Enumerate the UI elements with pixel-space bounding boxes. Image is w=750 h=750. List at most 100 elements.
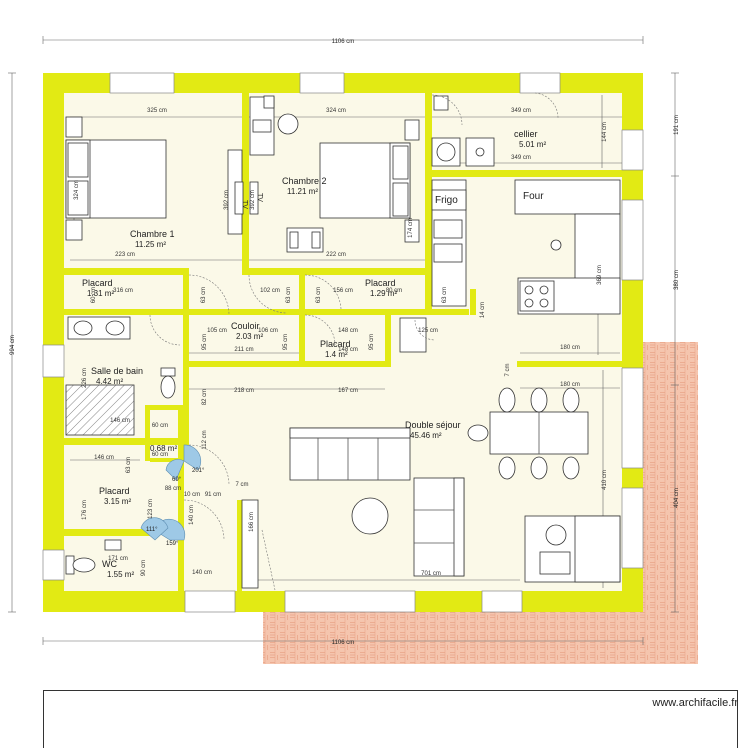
angle-label: 159°: [166, 541, 179, 547]
dim-label: 171 cm: [108, 556, 128, 562]
bed-icon: [319, 119, 420, 243]
dim-label: 369 cm: [597, 265, 603, 285]
dim-label: 324 cm: [74, 180, 80, 200]
dim-label: 106 cm: [258, 328, 278, 334]
terrace: [643, 342, 698, 664]
dim-label: 211 cm: [234, 347, 253, 353]
room-area-placard1: 1.31 m²: [87, 289, 114, 298]
tv-label: TV: [241, 200, 248, 209]
coffee-table-icon: [351, 497, 389, 535]
sofa-icon: [289, 427, 411, 481]
dim-label: 80 cm: [386, 288, 402, 294]
dim-bottom-total: 1106 cm: [332, 640, 355, 646]
washer-icon: [431, 137, 495, 167]
room-name-placard2: Placard: [365, 278, 396, 288]
toilet-icon: [160, 367, 176, 399]
stove-icon: [519, 280, 555, 312]
interior-walls: [64, 93, 622, 591]
dining-table-icon: [467, 387, 589, 480]
title-block: [43, 690, 738, 748]
bed-icon: [65, 116, 167, 241]
door-swings: [149, 92, 559, 591]
dim-label: 223 cm: [115, 252, 135, 258]
dim-label: 14 cm: [480, 302, 486, 318]
dim-right-segment: 404 cm: [674, 488, 680, 508]
dim-label: 140 cm: [189, 505, 195, 525]
dim-label: 125 cm: [418, 328, 438, 334]
dim-label: 349 cm: [511, 108, 531, 114]
room-area-sdb: 4.42 m²: [96, 377, 123, 386]
room-area-chambre2: 11.21 m²: [287, 187, 318, 196]
dim-label: 102 cm: [260, 288, 280, 294]
dim-right-segment: 191 cm: [674, 115, 680, 135]
fridge-icon: [431, 189, 467, 211]
dim-label: 10 cm: [184, 492, 200, 498]
dim-label: 176 cm: [82, 500, 88, 520]
dim-label: 148 cm: [338, 328, 358, 334]
dim-label: 90 cm: [141, 560, 147, 576]
dim-label: 91 cm: [205, 492, 221, 498]
dim-label: 146 cm: [110, 418, 130, 424]
room-name-sejour: Double séjour: [405, 420, 461, 430]
room-name-chambre2: Chambre 2: [282, 176, 327, 186]
angle-markers: [140, 444, 202, 541]
dim-label: 222 cm: [326, 252, 346, 258]
dim-label: 180 cm: [560, 345, 580, 351]
dim-label: 325 cm: [147, 108, 167, 114]
angle-label: 69°: [172, 477, 182, 483]
dim-label: 167 cm: [338, 388, 358, 394]
terrace: [263, 612, 698, 664]
oven-label: Four: [523, 191, 544, 202]
dim-label: 410 cm: [602, 470, 608, 490]
dim-label: 95 cm: [283, 334, 289, 350]
dim-label: 226 cm: [82, 368, 88, 388]
dim-label: 60 cm: [152, 452, 168, 458]
dim-label: 112 cm: [202, 430, 208, 449]
room-area-sejour: 45.46 m²: [410, 431, 442, 440]
room-name-chambre1: Chambre 1: [130, 229, 175, 239]
dim-label: 63 cm: [442, 287, 448, 303]
room-area-wc: 1.55 m²: [107, 570, 134, 579]
dim-label: 316 cm: [113, 288, 133, 294]
dim-label: 63 cm: [201, 287, 207, 303]
room-area-couloir: 2.03 m²: [236, 332, 263, 341]
room-area-placard2: 1.29 m²: [370, 289, 397, 298]
dim-label: 7 cm: [505, 363, 511, 376]
dim-label: 63 cm: [126, 457, 132, 473]
windows: [42, 72, 644, 613]
dim-label: 156 cm: [333, 288, 353, 294]
room-name-wc: WC: [102, 559, 117, 569]
dim-label: 148 cm: [338, 347, 358, 353]
dim-label: 166 cm: [249, 512, 255, 532]
room-area-placard3: 1.4 m²: [325, 350, 348, 359]
dim-label: 82 cm: [202, 389, 208, 405]
tv-stand-icon: [241, 499, 259, 589]
shelf-icon: [433, 95, 449, 111]
room-labels: Chambre 111.25 m² Chambre 211.21 m² cellie…: [82, 129, 546, 579]
room-area-chambre1: 11.25 m²: [135, 240, 166, 249]
dim-label: 392 cm: [224, 190, 230, 210]
dim-label: 63 cm: [316, 287, 322, 303]
dim-label: 174 cm: [408, 218, 414, 238]
room-area-placard4: 3.15 m²: [104, 497, 131, 506]
bathtub-icon: [65, 384, 135, 436]
dim-label: 140 cm: [192, 570, 212, 576]
dim-label: 349 cm: [511, 155, 531, 161]
dim-top-total: 1106 cm: [332, 39, 355, 45]
room-area-small: 0.68 m²: [150, 444, 177, 453]
toilet-icon: [65, 539, 122, 575]
vanity-icon: [67, 316, 131, 340]
dim-label: 95 cm: [369, 334, 375, 350]
dim-label: 701 cm: [421, 571, 441, 577]
dim-label: 60 cm: [91, 287, 97, 303]
room-name-placard4: Placard: [99, 486, 130, 496]
dim-label: 88 cm: [165, 486, 181, 492]
dim-label: 392 cm: [250, 190, 256, 210]
dim-label: 7 cm: [235, 482, 248, 488]
desk-icon: [249, 95, 299, 156]
room-name-cellier: cellier: [514, 129, 538, 139]
dim-label: 123 cm: [148, 499, 154, 519]
dim-label: 105 cm: [207, 328, 227, 334]
